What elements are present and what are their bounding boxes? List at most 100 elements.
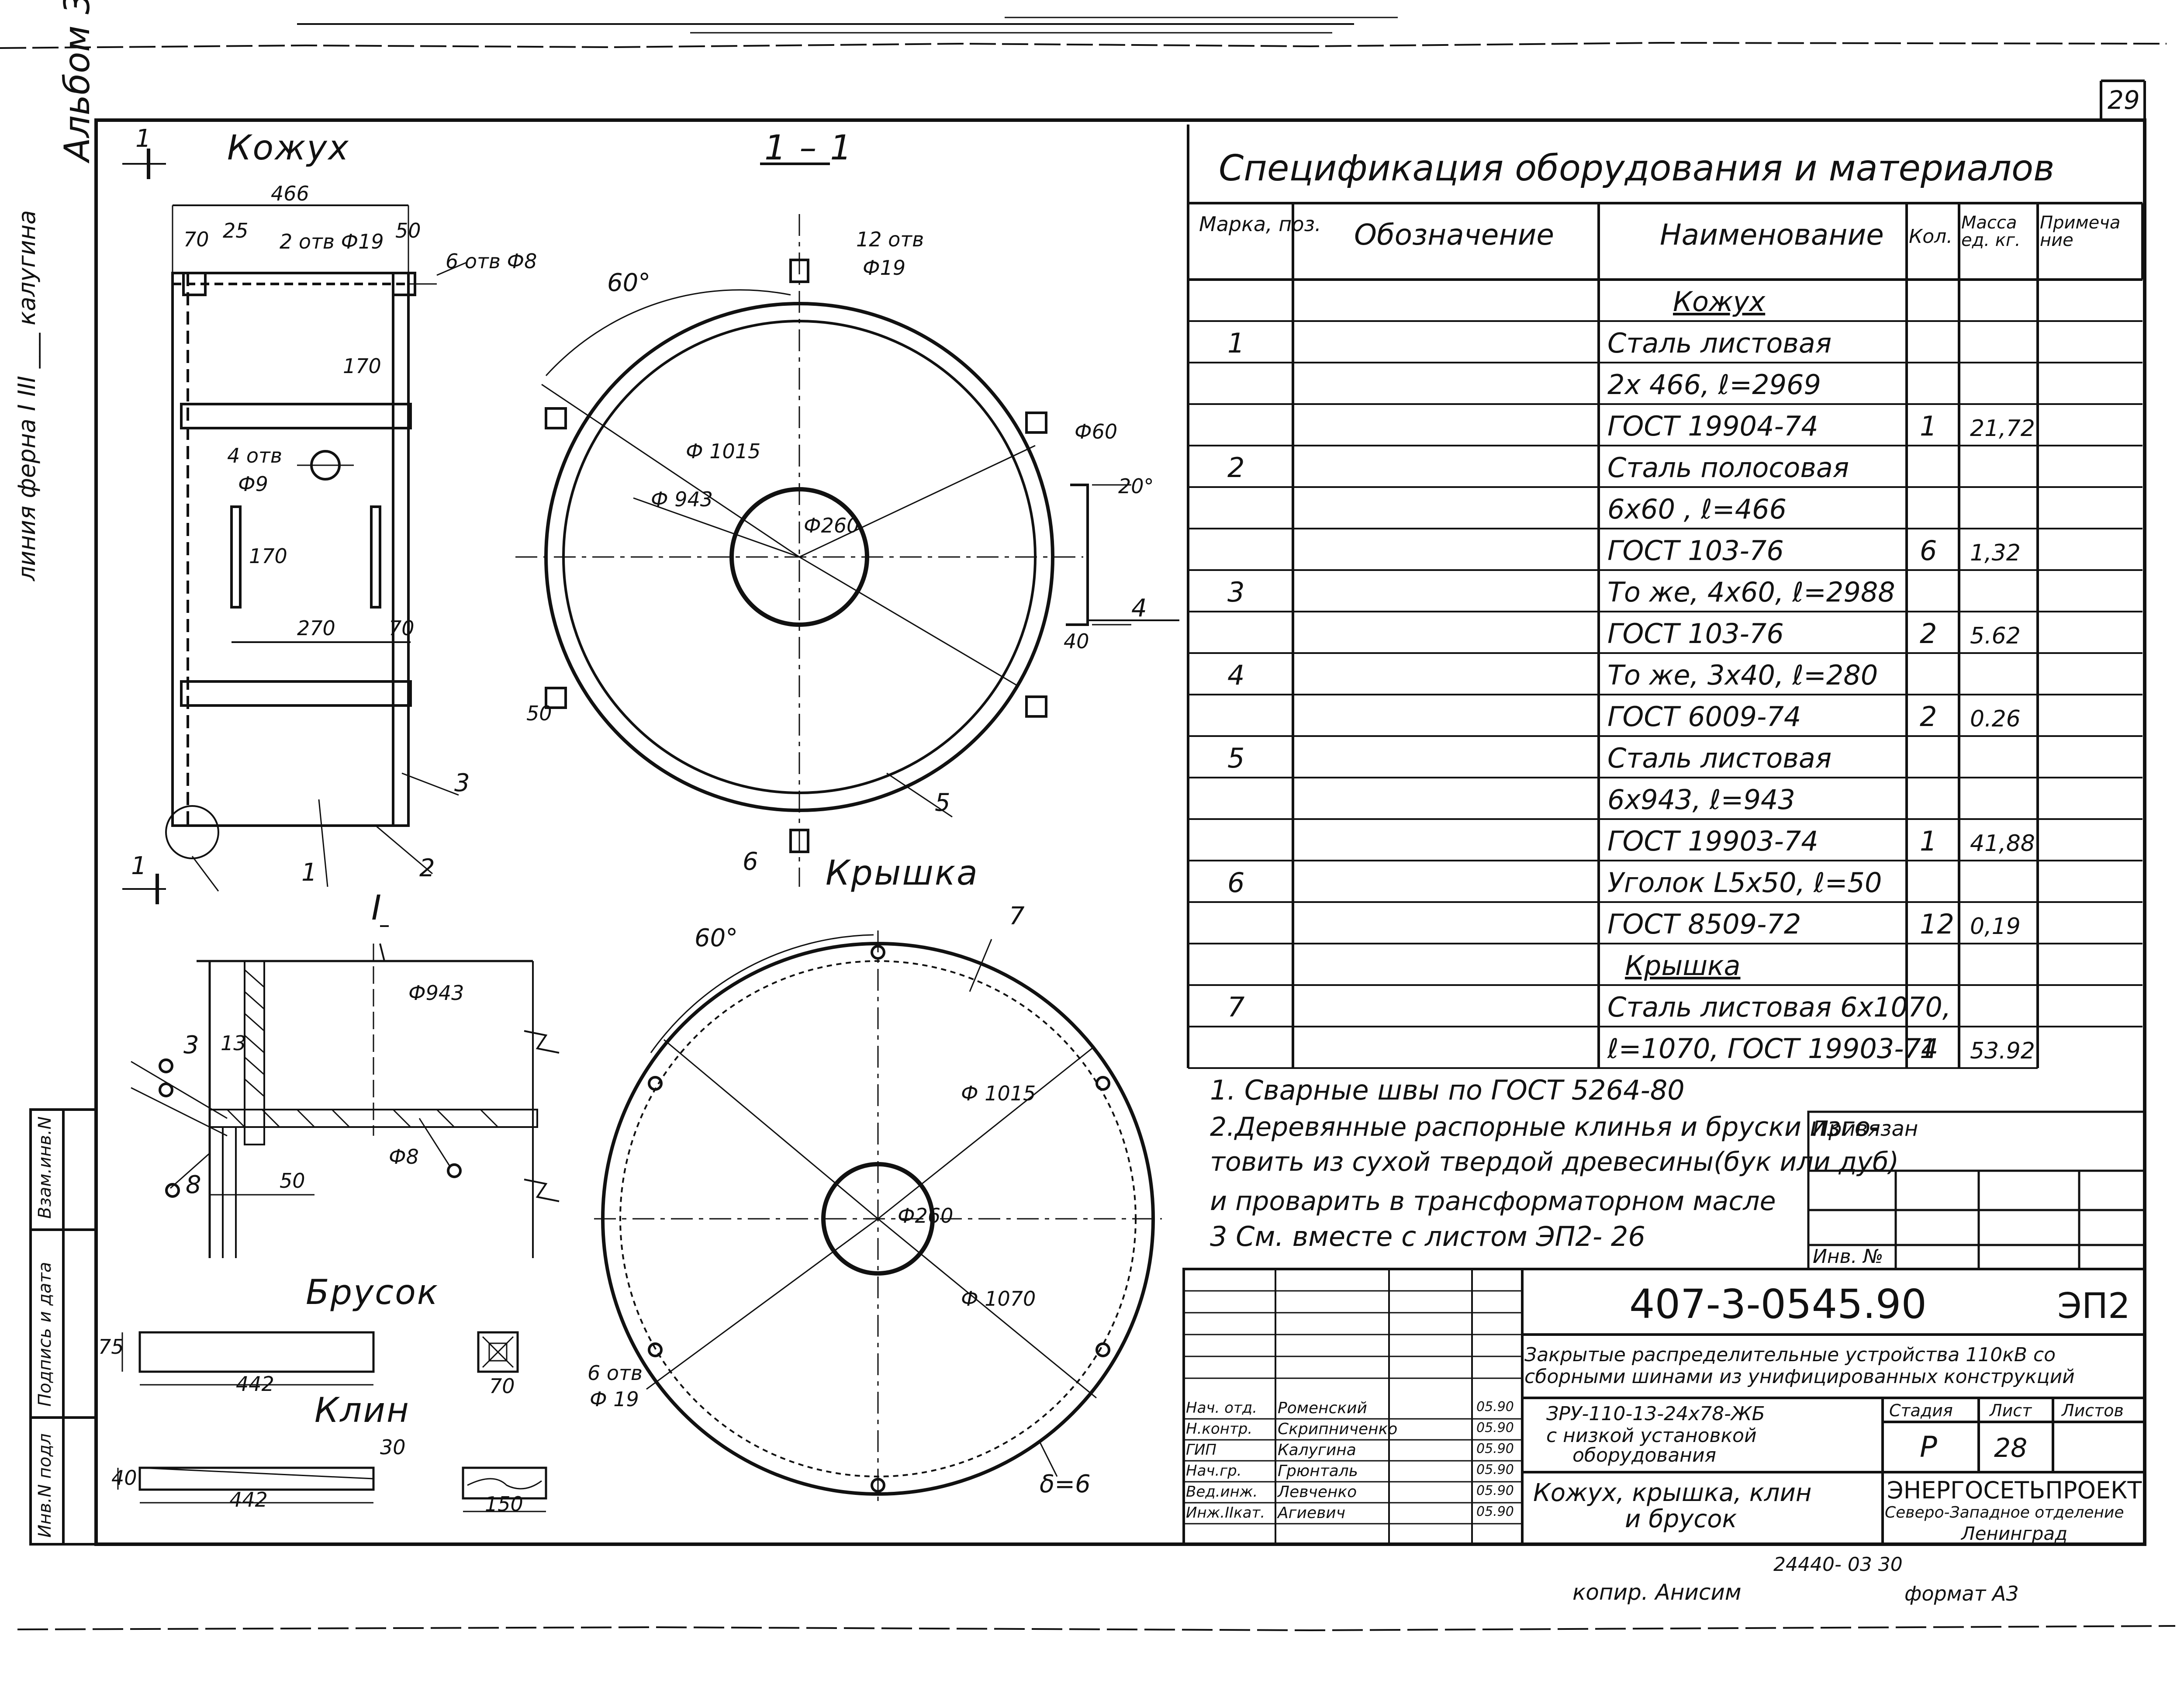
callout-5: 5	[935, 788, 950, 817]
staff-role: Инж.IIкат.	[1186, 1504, 1265, 1522]
dim-holes2: 2 отв Ф19	[280, 230, 384, 253]
staff-name: Калугина	[1278, 1441, 1356, 1459]
doc-code: 407-3-0545.90	[1629, 1281, 1927, 1328]
dim-phi260a: Ф260	[804, 514, 860, 537]
bound-label: Привязан	[1813, 1117, 1918, 1141]
spec-cell-mass: 0,19	[1970, 913, 2021, 940]
spec-cell-name: ГОСТ 19903-74	[1607, 825, 1818, 857]
proj-1: ЗРУ-110-13-24х78-ЖБ	[1546, 1403, 1765, 1425]
spec-cell-qty: 1	[1920, 825, 1937, 857]
section-mark-top: 1	[135, 124, 151, 153]
bound-inv: Инв. №	[1813, 1245, 1883, 1268]
spec-cell-name: ГОСТ 8509-72	[1607, 908, 1801, 940]
dim-angle20: 20°	[1118, 474, 1154, 498]
title-block	[1182, 1268, 2146, 1546]
spec-cell-name: ГОСТ 19904-74	[1607, 410, 1818, 442]
spec-header-pos: Марка, поз.	[1199, 212, 1321, 236]
sheet-value: 28	[1994, 1433, 2028, 1463]
spec-header-qty: Кол.	[1909, 225, 1953, 248]
staff-date: 05.90	[1476, 1420, 1514, 1435]
spec-cell-name: То же, 3х40, ℓ=280	[1607, 659, 1878, 691]
spec-cell-qty: 2	[1920, 618, 1937, 650]
staff-role: Н.контр.	[1186, 1420, 1253, 1438]
dim-holes6b: 6 отв	[587, 1361, 643, 1385]
spec-cell-pos: 3	[1227, 576, 1245, 608]
dim-70c: 70	[489, 1374, 515, 1398]
stage-header: Стадия	[1889, 1401, 1953, 1420]
spec-table	[1187, 124, 2144, 1068]
dim-25: 25	[223, 219, 249, 242]
spec-cell-name: ГОСТ 103-76	[1607, 535, 1784, 567]
dim-phi9: Ф9	[238, 472, 268, 496]
spec-cell-qty: 1	[1920, 410, 1937, 442]
wedge-title: Клин	[314, 1391, 410, 1430]
dim-phi1015b: Ф 1015	[961, 1082, 1036, 1105]
spec-cell-qty: 1	[1920, 1033, 1937, 1065]
section-title: 1 – 1	[764, 128, 853, 168]
section-mark-bottom: 1	[131, 852, 147, 880]
dim-angle60a: 60°	[607, 269, 651, 297]
spec-cell-qty: 12	[1920, 908, 1954, 940]
sheet-title-1: Кожух, крышка, клин	[1533, 1479, 1812, 1507]
dim-phi260b: Ф260	[898, 1204, 954, 1228]
staff-name: Скрипниченко	[1278, 1420, 1398, 1438]
spec-cell-mass: 1,32	[1970, 540, 2021, 566]
callout-8: 8	[186, 1171, 201, 1199]
dim-50: 50	[395, 219, 421, 242]
spec-cell-pos: 7	[1227, 991, 1245, 1023]
staff-role: Вед.инж.	[1186, 1483, 1258, 1501]
album-label: Альбом 3	[57, 0, 97, 162]
spec-cell-qty: 6	[1920, 535, 1937, 567]
spec-cell-name: Сталь полосовая	[1607, 452, 1849, 484]
dim-phi19a: Ф19	[863, 256, 906, 280]
spec-cell-qty: 2	[1920, 701, 1937, 733]
doc-desc-2: сборными шинами из унифицированных конст…	[1524, 1366, 2075, 1388]
sheet-title-2: и брусок	[1625, 1505, 1737, 1533]
dim-170b: 170	[249, 544, 287, 568]
spec-cell-name: Сталь листовая	[1607, 742, 1832, 774]
spec-cell-name: Уголок L5х50, ℓ=50	[1607, 867, 1882, 899]
strip-label-signature: Подпись и дата	[35, 1262, 55, 1407]
org-1: ЭНЕРГОСЕТЬПРОЕКТ	[1887, 1477, 2142, 1504]
callout-3: 3	[454, 769, 470, 797]
dim-442a: 442	[236, 1372, 274, 1396]
proj-3: оборудования	[1572, 1444, 1717, 1466]
spec-cell-pos: 6	[1227, 867, 1245, 899]
note-2a: 2.Деревянные распорные клинья и бруски и…	[1210, 1112, 1880, 1142]
strip-label-replace: Взам.инв.N	[35, 1116, 55, 1219]
staff-name: Агиевич	[1278, 1504, 1345, 1522]
footer-copy: копир. Анисим	[1572, 1580, 1742, 1605]
callout-3-detail: 3	[183, 1031, 199, 1059]
note-2b: товить из сухой твердой древесины(бук ил…	[1210, 1147, 1899, 1177]
callout-7: 7	[1009, 902, 1025, 930]
dim-phi60: Ф60	[1075, 420, 1118, 443]
staff-name: Роменский	[1278, 1399, 1367, 1417]
spec-cell-name: 6х943, ℓ=943	[1607, 784, 1795, 816]
spec-cell-mass: 53.92	[1970, 1038, 2035, 1064]
org-2: Северо-Западное отделение	[1885, 1504, 2124, 1522]
staff-date: 05.90	[1476, 1504, 1514, 1519]
staff-role: ГИП	[1186, 1441, 1216, 1459]
spec-cell-mass: 0.26	[1970, 706, 2021, 732]
spec-cell-name: Крышка	[1625, 950, 1741, 982]
dim-40b: 40	[111, 1466, 137, 1490]
sheets-header: Листов	[2062, 1401, 2124, 1420]
bar-title: Брусок	[306, 1273, 439, 1312]
spec-header-designation: Обозначение	[1354, 218, 1554, 252]
dim-angle60b: 60°	[695, 924, 738, 952]
footer-format: формат А3	[1904, 1582, 2019, 1605]
lid-view	[594, 930, 1162, 1503]
dim-phi943a: Ф 943	[651, 488, 713, 511]
callout-4: 4	[1131, 594, 1147, 622]
dim-50d: 50	[280, 1169, 305, 1193]
spec-cell-pos: 1	[1227, 327, 1245, 359]
section-view	[515, 214, 1179, 887]
staff-role: Нач. отд.	[1186, 1399, 1258, 1417]
spec-header-name: Наименование	[1660, 218, 1884, 252]
dim-170a: 170	[343, 354, 381, 378]
note-3: 3 См. вместе с листом ЭП2- 26	[1210, 1221, 1645, 1252]
dim-phi1015a: Ф 1015	[686, 439, 761, 463]
dim-phi1070: Ф 1070	[961, 1287, 1036, 1311]
dim-phi8: Ф8	[389, 1145, 419, 1169]
